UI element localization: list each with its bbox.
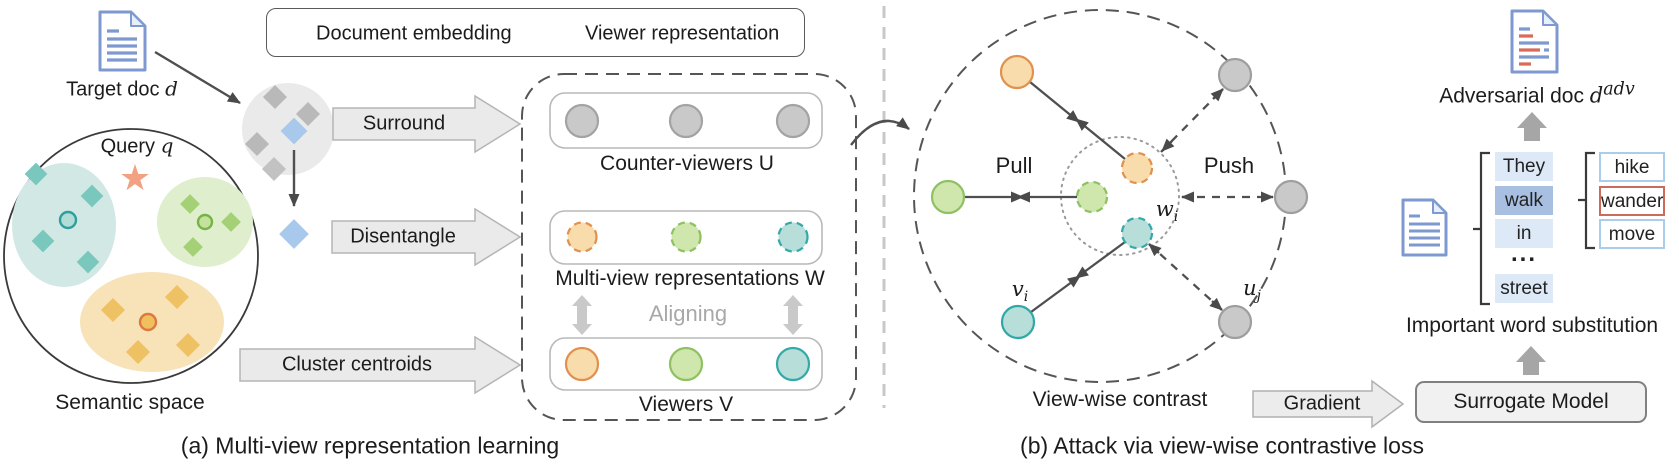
disentangle-label: Disentangle xyxy=(350,225,456,248)
surrogate-model-box: Surrogate Model xyxy=(1415,381,1647,423)
viewers-box xyxy=(549,337,823,391)
important-word-substitution-label: Important word substitution xyxy=(1405,314,1659,337)
doc-words-bracket xyxy=(1473,151,1490,306)
viewers-label: Viewers V xyxy=(638,393,734,416)
doc-to-cluster-arrow xyxy=(154,50,241,105)
multi-view-node-teal xyxy=(777,221,809,253)
legend-viewer-representation-label: Viewer representation xyxy=(585,22,780,45)
aligning-arrow-left xyxy=(572,295,592,335)
doc-word-chip: street xyxy=(1495,274,1553,303)
pull-label: Pull xyxy=(995,153,1033,178)
disentangle-arrow xyxy=(331,207,522,267)
doc-word-chip-selected: walk xyxy=(1495,186,1553,215)
candidates-bracket xyxy=(1578,151,1595,250)
counter-viewer-node xyxy=(775,103,811,139)
doc-word-chip: in xyxy=(1495,219,1553,248)
query-star-icon: ★ xyxy=(118,157,152,198)
up-arrow-to-substitution xyxy=(1516,346,1546,375)
teal-centroid xyxy=(58,210,78,230)
cluster-centroids-label: Cluster centroids xyxy=(281,353,433,376)
viewer-node-green-outer xyxy=(930,179,966,215)
viewer-node-teal xyxy=(775,346,811,382)
w-node-orange xyxy=(1120,151,1154,185)
doc-word-chip: They xyxy=(1495,152,1553,181)
counter-viewers-label: Counter-viewers U xyxy=(600,152,774,175)
green-centroid xyxy=(196,213,214,231)
counter-viewer-node xyxy=(564,103,600,139)
gradient-arrow xyxy=(1252,379,1405,429)
up-arrow-to-adversarial-doc xyxy=(1517,112,1547,141)
adversarial-doc-icon xyxy=(1510,9,1559,74)
viewer-node-orange xyxy=(564,346,600,382)
u-j-label: uj xyxy=(1243,275,1261,305)
w-node-green xyxy=(1075,180,1109,214)
w-i-label: wi xyxy=(1155,196,1179,226)
multi-view-dotted-circle xyxy=(1060,136,1180,256)
candidate-chip: hike xyxy=(1599,152,1665,182)
candidate-chip-selected: wander xyxy=(1599,186,1665,216)
counter-viewer-node-top xyxy=(1217,57,1253,93)
aligning-label: Aligning xyxy=(648,301,728,326)
multi-view-label: Multi-view representations W xyxy=(555,267,825,290)
gradient-label: Gradient xyxy=(1283,392,1361,415)
representation-learning-container xyxy=(521,73,857,421)
orange-centroid xyxy=(138,312,158,332)
semantic-space-circle xyxy=(3,128,259,384)
aligning-arrow-right xyxy=(783,295,803,335)
counter-viewers-box xyxy=(549,92,823,149)
target-doc-icon xyxy=(98,10,147,72)
v-i-label: vi xyxy=(1011,276,1029,306)
viewer-node-green xyxy=(668,346,704,382)
panel-a-to-b-arrow xyxy=(850,117,910,146)
candidate-chip: move xyxy=(1599,219,1665,249)
multi-view-node-orange xyxy=(566,221,598,253)
semantic-space-label: Semantic space xyxy=(55,391,205,414)
viewer-node-orange-outer xyxy=(999,54,1035,90)
source-doc-icon xyxy=(1401,198,1448,257)
viewer-node-vi xyxy=(1000,304,1036,340)
embedding-cluster xyxy=(242,83,334,182)
multi-view-box xyxy=(549,210,823,265)
document-embedding-diamond-2 xyxy=(279,219,309,249)
surround-label: Surround xyxy=(362,112,446,135)
adversarial-doc-label: Adversarial doc dadv xyxy=(1439,79,1635,108)
query-label: Query q xyxy=(100,133,174,158)
w-node-teal xyxy=(1120,216,1154,250)
counter-viewer-node xyxy=(668,103,704,139)
legend xyxy=(266,8,805,57)
push-label: Push xyxy=(1203,153,1255,178)
legend-document-embedding-label: Document embedding xyxy=(316,22,512,45)
multi-view-node-green xyxy=(670,221,702,253)
doc-words-ellipsis: ... xyxy=(1510,240,1537,267)
cluster-centroids-arrow xyxy=(239,335,522,395)
counter-viewer-node-right xyxy=(1273,179,1309,215)
view-wise-contrast-label: View-wise contrast xyxy=(1032,388,1208,411)
pull-arrows xyxy=(964,81,1126,313)
caption-a: (a) Multi-view representation learning xyxy=(180,432,560,459)
surround-arrow xyxy=(332,94,522,154)
counter-viewer-node-uj xyxy=(1217,304,1253,340)
caption-b: (b) Attack via view-wise contrastive los… xyxy=(1020,432,1424,459)
push-arrows xyxy=(1148,87,1274,311)
target-doc-label: Target doc d xyxy=(66,76,178,101)
